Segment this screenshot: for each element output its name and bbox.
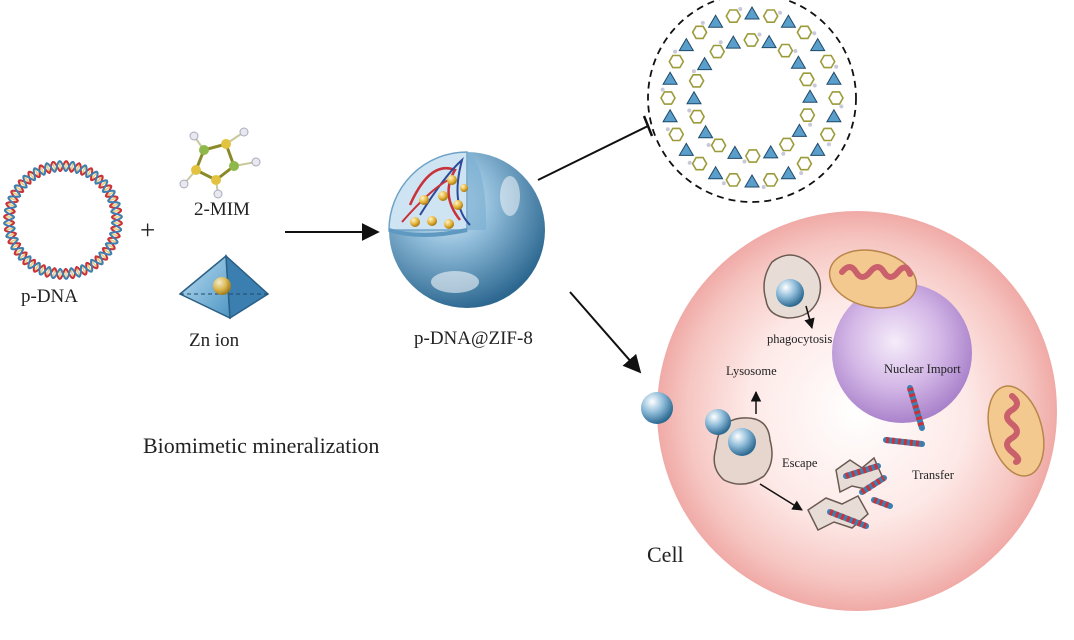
incoming-nanoparticle-icon xyxy=(641,392,673,424)
label-p-dna: p-DNA xyxy=(21,286,78,307)
label-transfer: Transfer xyxy=(912,468,954,482)
nucleus-icon xyxy=(832,283,972,423)
label-biomimetic-mineralization: Biomimetic mineralization xyxy=(143,433,380,458)
label-plus: + xyxy=(140,215,156,245)
mitochondrion-right-icon xyxy=(987,385,1045,477)
label-cell: Cell xyxy=(647,542,684,567)
phagocytosis-vesicle-icon xyxy=(763,254,822,330)
2-mim-molecule-icon xyxy=(179,127,261,199)
label-lysosome: Lysosome xyxy=(726,364,777,378)
label-2-mim: 2-MIM xyxy=(194,199,250,220)
label-zn-ion: Zn ion xyxy=(189,330,240,351)
delivery-arrow xyxy=(569,291,642,374)
mitochondrion-top-icon xyxy=(828,249,918,309)
zif8-nanoparticle-icon xyxy=(388,151,545,308)
label-escape: Escape xyxy=(782,456,818,470)
zif8-framework-zoom-icon xyxy=(647,0,857,203)
label-nuclear-import: Nuclear Import xyxy=(884,362,961,376)
zoom-connector-line xyxy=(537,125,649,181)
label-phagocytosis: phagocytosis xyxy=(767,332,833,346)
released-dna-fragments-icon xyxy=(827,385,925,529)
zn-ion-tetrahedron-icon xyxy=(178,254,270,320)
plasmid-dna-icon xyxy=(2,159,124,281)
label-p-dna-zif8: p-DNA@ZIF-8 xyxy=(414,328,533,349)
lysosome-vesicle-icon xyxy=(705,390,803,511)
